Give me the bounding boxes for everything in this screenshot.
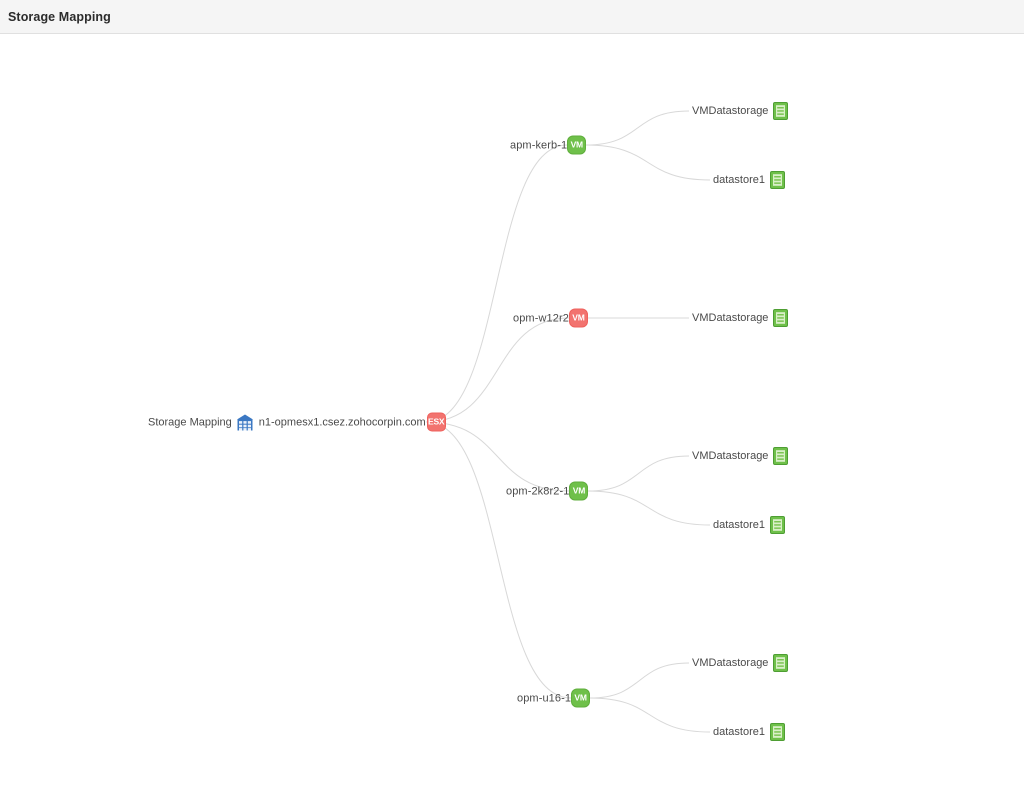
status-badge-vm[interactable]: VM bbox=[569, 481, 589, 501]
status-badge-esx[interactable]: ESX bbox=[426, 412, 446, 432]
vm-label: opm-u16-1 bbox=[517, 692, 572, 704]
node-root-host[interactable]: Storage Mapping n1-opmesx1.csez.zohocorp… bbox=[148, 412, 446, 432]
edge-link bbox=[425, 144, 568, 423]
edge-link bbox=[589, 662, 690, 699]
datastore-label: VMDatastorage bbox=[692, 657, 769, 669]
datastore-icon bbox=[773, 654, 789, 672]
datastore-label: datastore1 bbox=[713, 174, 765, 186]
edge-link bbox=[589, 697, 711, 733]
node-datastore-datastore1[interactable]: datastore1 bbox=[713, 171, 785, 189]
status-badge-vm[interactable]: VM bbox=[567, 135, 587, 155]
vm-label: apm-kerb-1 bbox=[510, 139, 568, 151]
building-icon bbox=[236, 414, 253, 430]
status-badge-vm[interactable]: VM bbox=[568, 308, 588, 328]
node-datastore-VMDatastorage[interactable]: VMDatastorage bbox=[692, 654, 789, 672]
edge-link bbox=[585, 110, 690, 146]
edge-link bbox=[425, 317, 570, 423]
node-datastore-VMDatastorage[interactable]: VMDatastorage bbox=[692, 447, 789, 465]
vm-label: opm-w12r2 bbox=[513, 312, 569, 324]
header-bar: Storage Mapping bbox=[0, 0, 1024, 34]
datastore-icon bbox=[769, 516, 785, 534]
edge-link bbox=[585, 144, 711, 181]
node-datastore-datastore1[interactable]: datastore1 bbox=[713, 723, 785, 741]
root-prefix-label: Storage Mapping bbox=[148, 416, 232, 428]
datastore-icon bbox=[773, 102, 789, 120]
vm-label: opm-2k8r2-1 bbox=[506, 485, 570, 497]
edge-link bbox=[425, 421, 570, 492]
datastore-label: datastore1 bbox=[713, 726, 765, 738]
datastore-icon bbox=[773, 447, 789, 465]
page-title: Storage Mapping bbox=[8, 10, 111, 24]
datastore-icon bbox=[769, 723, 785, 741]
datastore-label: datastore1 bbox=[713, 519, 765, 531]
datastore-icon bbox=[769, 171, 785, 189]
edge-link bbox=[587, 455, 690, 492]
datastore-label: VMDatastorage bbox=[692, 105, 769, 117]
node-datastore-datastore1[interactable]: datastore1 bbox=[713, 516, 785, 534]
edge-link bbox=[587, 490, 711, 526]
topology-canvas[interactable]: Storage Mapping n1-opmesx1.csez.zohocorp… bbox=[0, 35, 1024, 785]
edge-link bbox=[425, 421, 572, 699]
edge-group bbox=[425, 110, 711, 733]
datastore-label: VMDatastorage bbox=[692, 450, 769, 462]
datastore-icon bbox=[773, 309, 789, 327]
status-badge-vm[interactable]: VM bbox=[571, 688, 591, 708]
node-datastore-VMDatastorage[interactable]: VMDatastorage bbox=[692, 309, 789, 327]
edge-layer bbox=[425, 110, 711, 733]
datastore-label: VMDatastorage bbox=[692, 312, 769, 324]
node-datastore-VMDatastorage[interactable]: VMDatastorage bbox=[692, 102, 789, 120]
root-host-label: n1-opmesx1.csez.zohocorpin.com bbox=[258, 416, 426, 428]
